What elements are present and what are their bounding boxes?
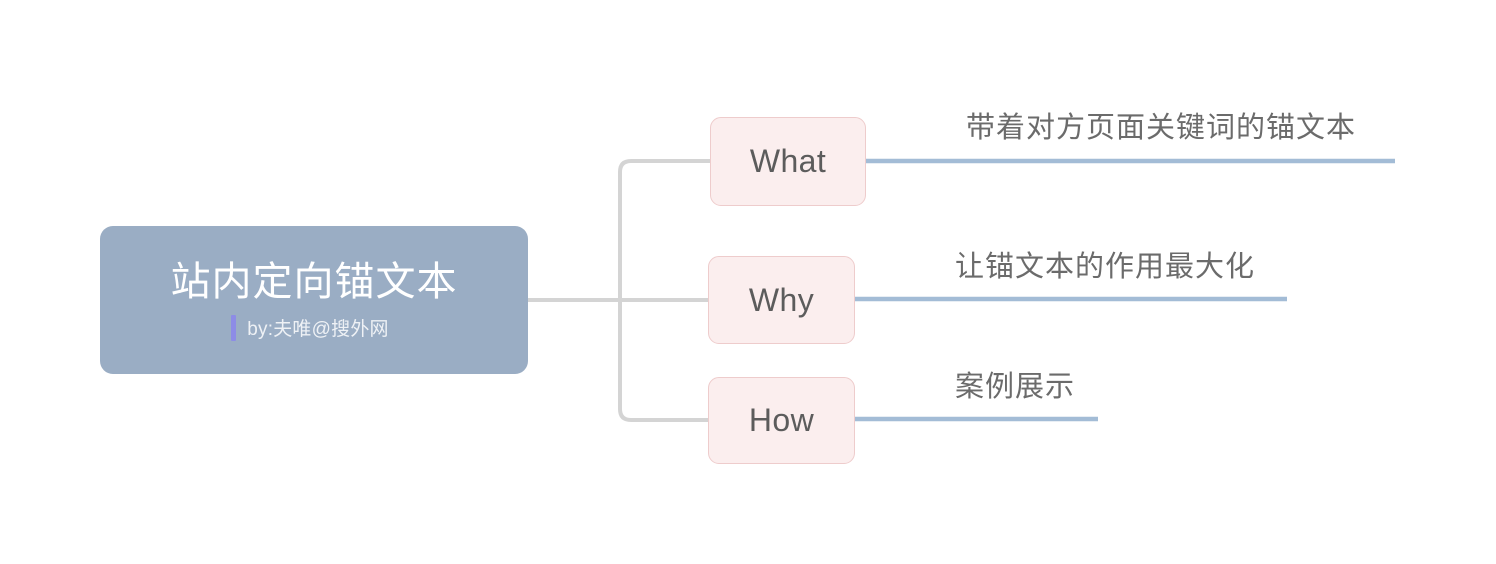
branch-label-why: Why	[748, 281, 815, 318]
branch-node-what[interactable]: What	[710, 117, 866, 206]
connector-branch-how	[618, 300, 708, 422]
leaf-label-how: 案例展示	[955, 371, 1076, 403]
root-title: 站内定向锚文本	[170, 259, 458, 304]
branch-node-how[interactable]: How	[708, 377, 855, 464]
branch-label-what: What	[749, 143, 827, 179]
leaf-node-what[interactable]: 带着对方页面关键词的锚文本	[966, 110, 1356, 146]
leaf-node-how[interactable]: 案例展示	[955, 369, 1075, 405]
root-subtitle: by:夫唯@搜外网	[247, 319, 389, 341]
leaf-label-why: 让锚文本的作用最大化	[955, 251, 1256, 283]
root-subtitle-row: by:夫唯@搜外网	[231, 314, 389, 341]
connector-branch-what	[618, 159, 710, 300]
branch-node-why[interactable]: Why	[708, 256, 855, 344]
leaf-node-why[interactable]: 让锚文本的作用最大化	[955, 249, 1255, 285]
leaf-label-what: 带着对方页面关键词的锚文本	[966, 112, 1357, 144]
root-node[interactable]: 站内定向锚文本 by:夫唯@搜外网	[100, 226, 528, 374]
branch-label-how: How	[748, 402, 815, 438]
accent-bar-icon	[231, 314, 237, 341]
